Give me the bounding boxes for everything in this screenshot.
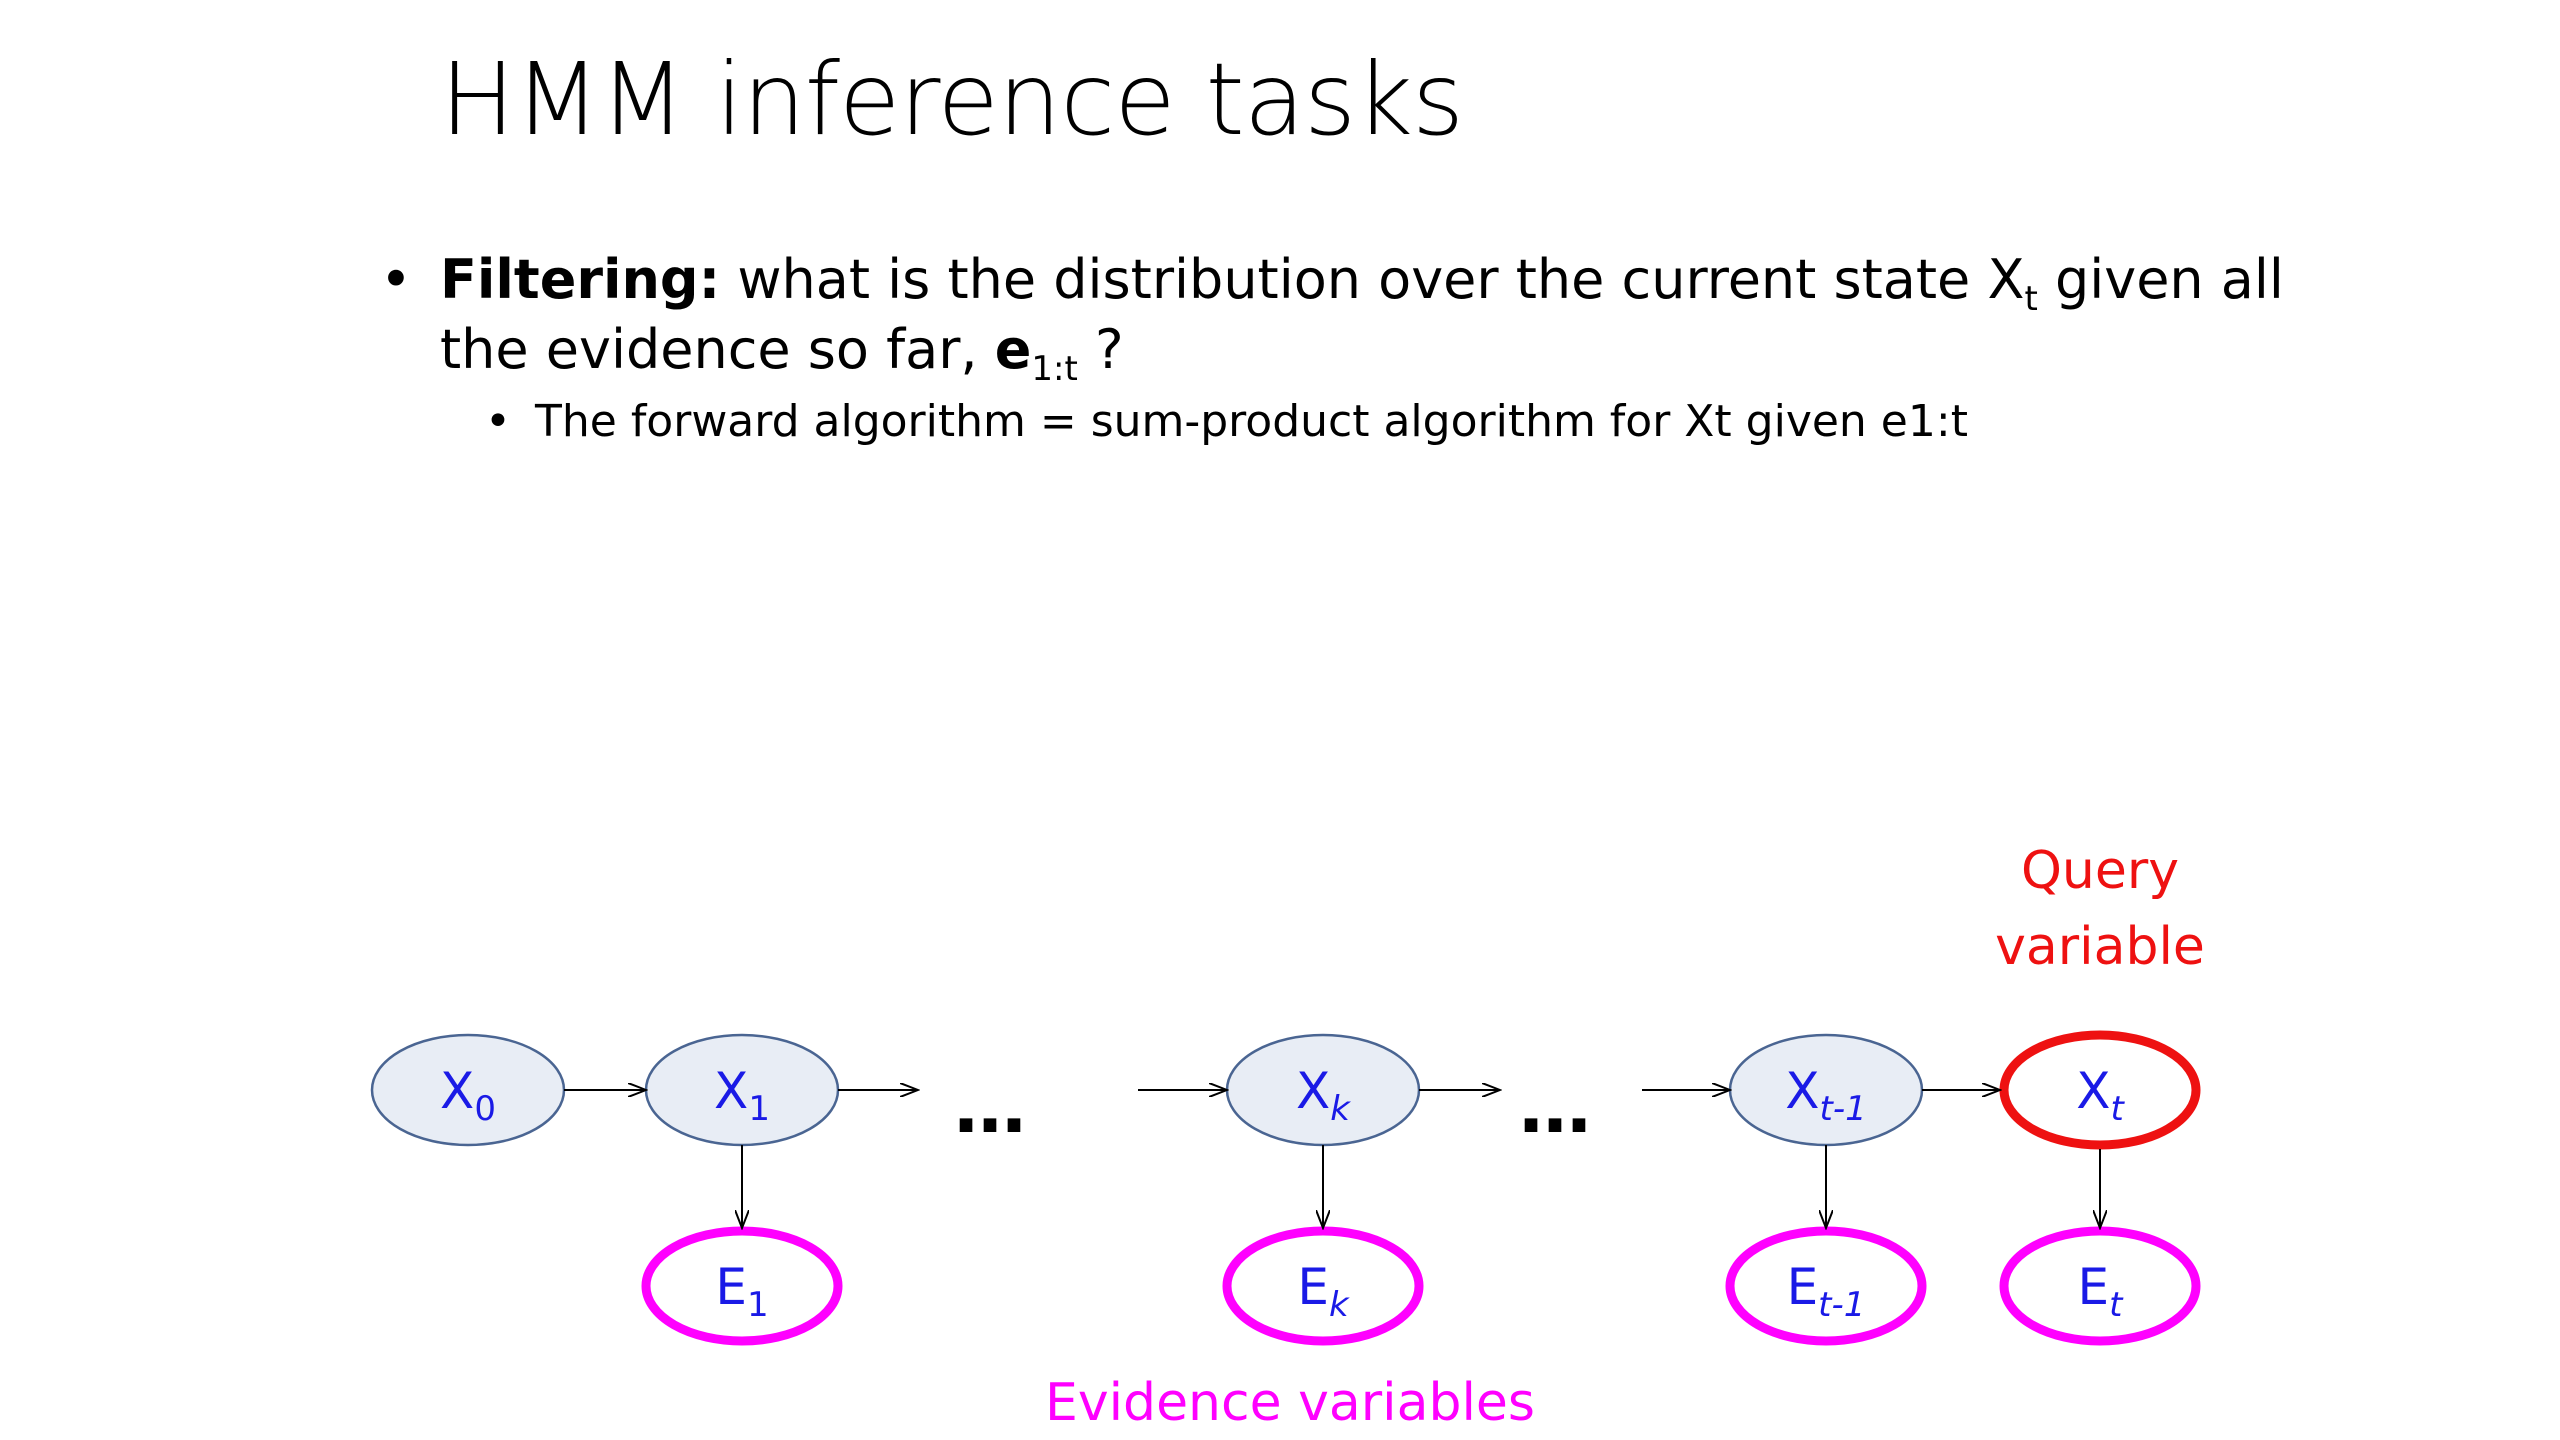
node-xt-label: Xt [2076,1062,2125,1129]
bullet-filtering: • Filtering: what is the distribution ov… [380,245,2330,386]
bullet-term: Filtering: [440,248,721,311]
node-xk-label: Xk [1296,1062,1351,1129]
node-x1-label: X1 [714,1062,770,1129]
node-et1-shape [1725,1226,1927,1346]
node-e1-shape [641,1226,843,1346]
node-et-shape [1999,1226,2201,1346]
bullet-list: • Filtering: what is the distribution ov… [380,245,2330,451]
query-label-line1: Query [2021,841,2179,901]
evidence-variables-label: Evidence variables [1045,1373,1535,1433]
node-e1-label: E1 [715,1258,768,1325]
node-x0-label: X0 [440,1062,496,1129]
query-label-line2: variable [1995,917,2205,977]
slide-title: HMM inference tasks [440,41,1464,158]
node-xt-shape [1999,1030,2201,1150]
bullet-evidence: e [994,318,1032,381]
bullet-text-a: what is the distribution over the curren… [720,248,2025,311]
bullet-sub-a: t [2024,278,2038,319]
node-xt1-label: Xt-1 [1785,1062,1867,1129]
node-et1-label: Et-1 [1787,1258,1866,1325]
subbullet-forward: • The forward algorithm = sum-product al… [380,393,2330,451]
subbullet-text: The forward algorithm = sum-product algo… [535,396,1968,447]
bullet-sub-b: 1:t [1031,348,1078,389]
node-ek-label: Ek [1297,1258,1350,1325]
bullet-text-c: ? [1077,318,1124,381]
subbullet-dot: • [485,396,511,447]
node-et-label: Et [2078,1258,2125,1325]
bullet-text-b: given all the evidence so far, [440,248,2284,381]
ellipsis-left: … [954,1065,1026,1149]
ellipsis-right: … [1519,1065,1591,1149]
node-ek-shape [1222,1226,1424,1346]
bullet-dot: • [380,248,412,311]
